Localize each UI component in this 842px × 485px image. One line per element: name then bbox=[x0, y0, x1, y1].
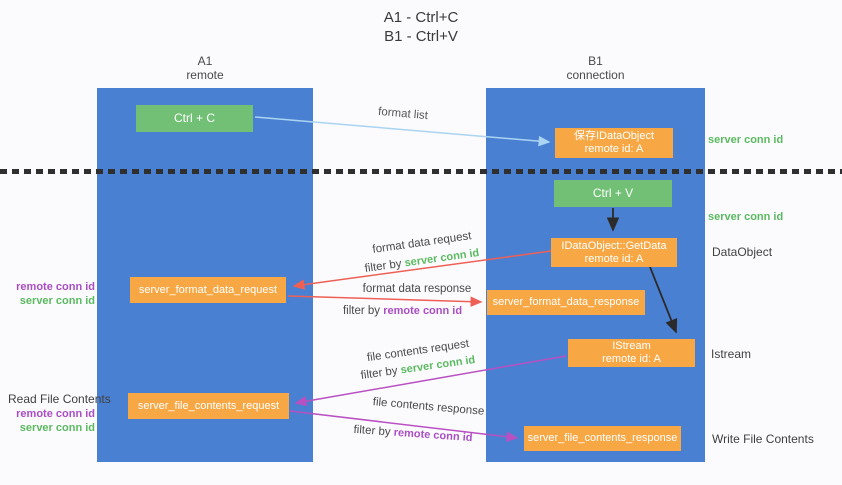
file-contents-response-label: file contents response bbox=[372, 396, 485, 418]
filter-by-prefix-2: filter by bbox=[342, 305, 384, 317]
lane-a1-title: A1 bbox=[197, 54, 213, 68]
server-conn-id-label-left-1: server conn id bbox=[19, 295, 95, 307]
ctrl-v-label: Ctrl + V bbox=[592, 186, 634, 200]
node-save-idataobject: 保存IDataObject remote id: A bbox=[555, 128, 673, 158]
lane-header-a1: A1 remote bbox=[97, 54, 313, 82]
filter-by-prefix-1: filter by bbox=[363, 257, 406, 275]
phase-divider-dotted-line bbox=[0, 169, 842, 174]
filter-by-remote-conn-id-label-2: filter by remote conn id bbox=[338, 423, 488, 445]
istream-line1: IStream bbox=[612, 340, 651, 352]
server-file-contents-request-label: server_file_contents_request bbox=[137, 399, 280, 412]
lane-a1-subtitle: remote bbox=[186, 68, 224, 82]
save-idataobject-line2: remote id: A bbox=[584, 143, 644, 155]
server-format-data-response-label: server_format_data_response bbox=[492, 296, 640, 308]
read-file-contents-label: Read File Contents bbox=[8, 392, 111, 406]
node-server-file-contents-response: server_file_contents_response bbox=[524, 426, 681, 451]
format-data-response-label: format data response bbox=[362, 283, 472, 295]
node-istream: IStream remote id: A bbox=[568, 339, 695, 367]
write-file-contents-label: Write File Contents bbox=[712, 432, 814, 446]
node-ctrl-v: Ctrl + V bbox=[554, 180, 672, 207]
filter-by-remote-value-1: remote conn id bbox=[383, 305, 463, 317]
lane-b1-title: B1 bbox=[588, 54, 603, 68]
istream-line2: remote id: A bbox=[602, 353, 661, 365]
filter-by-remote-conn-id-label-1: filter by remote conn id bbox=[330, 305, 475, 317]
node-server-file-contents-request: server_file_contents_request bbox=[128, 393, 289, 419]
server-conn-id-label-mid: server conn id bbox=[708, 211, 784, 223]
server-conn-id-label-left-2: server conn id bbox=[19, 422, 95, 434]
title-line-2: B1 - Ctrl+V bbox=[384, 28, 458, 45]
node-idataobject-getdata: IDataObject::GetData remote id: A bbox=[551, 238, 677, 267]
left-conn-id-group-1: remote conn id server conn id bbox=[0, 280, 95, 308]
title-line-1: A1 - Ctrl+C bbox=[383, 9, 459, 26]
ctrl-c-label: Ctrl + C bbox=[173, 111, 215, 125]
left-conn-id-group-2: remote conn id server conn id bbox=[0, 407, 95, 435]
node-server-format-data-response: server_format_data_response bbox=[487, 290, 645, 315]
save-idataobject-line1: 保存IDataObject bbox=[573, 130, 655, 142]
remote-conn-id-label-1: remote conn id bbox=[16, 281, 95, 293]
node-server-format-data-request: server_format_data_request bbox=[130, 277, 286, 303]
getdata-line2: remote id: A bbox=[584, 252, 644, 265]
lane-b1-subtitle: connection bbox=[566, 68, 625, 82]
server-conn-id-label-top: server conn id bbox=[708, 134, 784, 146]
server-file-contents-response-label: server_file_contents_response bbox=[527, 432, 678, 444]
filter-by-prefix-3: filter by bbox=[359, 364, 402, 382]
filter-by-prefix-4: filter by bbox=[353, 423, 395, 439]
dataobject-label: DataObject bbox=[712, 245, 773, 259]
node-ctrl-c: Ctrl + C bbox=[136, 105, 253, 132]
filter-by-server-value-1: server conn id bbox=[403, 247, 481, 270]
lane-header-b1: B1 connection bbox=[486, 54, 705, 82]
diagram-title: A1 - Ctrl+C B1 - Ctrl+V bbox=[0, 8, 842, 46]
filter-by-remote-value-2: remote conn id bbox=[393, 426, 473, 445]
format-list-label: format list bbox=[377, 105, 429, 123]
istream-side-label: Istream bbox=[711, 347, 752, 361]
remote-conn-id-label-2: remote conn id bbox=[16, 408, 95, 420]
format-data-response-arrow bbox=[287, 295, 483, 307]
server-format-data-request-label: server_format_data_request bbox=[138, 283, 278, 296]
getdata-line1: IDataObject::GetData bbox=[561, 239, 667, 252]
